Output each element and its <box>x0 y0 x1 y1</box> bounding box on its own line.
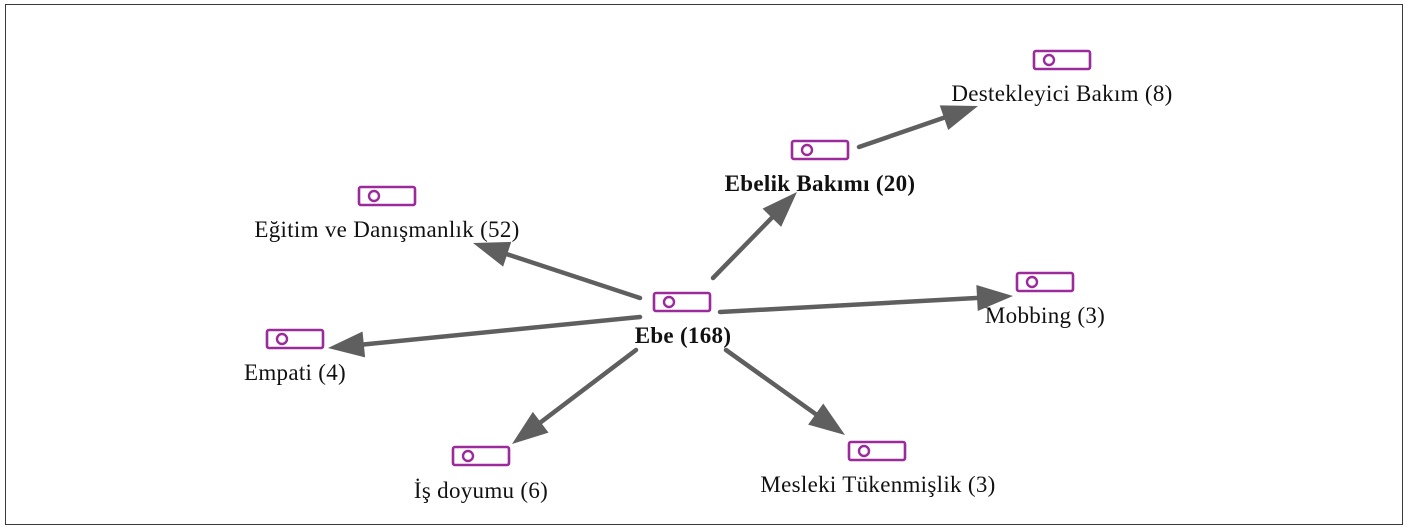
code-icon <box>357 185 417 207</box>
node-label: Mesleki Tükenmişlik (3) <box>760 472 995 497</box>
node-destekleyici[interactable]: Destekleyici Bakım (8) <box>951 49 1172 106</box>
code-icon <box>790 139 850 161</box>
diagram-frame <box>5 4 1403 525</box>
edge-ebelik-destekleyici <box>856 114 950 150</box>
node-label: Empati (4) <box>244 360 346 385</box>
code-icon <box>1015 271 1075 293</box>
arrowhead-ebe-isdoyumu <box>512 411 549 444</box>
code-icon <box>652 291 712 313</box>
arrowhead-ebe-ebelik <box>762 192 797 227</box>
node-ebe[interactable]: Ebe (168) <box>635 291 732 348</box>
arrowhead-ebe-egitim <box>473 241 512 267</box>
arrowhead-ebe-mobbing <box>976 284 1013 311</box>
node-ebelik[interactable]: Ebelik Bakımı (20) <box>725 139 916 196</box>
node-label: Eğitim ve Danışmanlık (52) <box>254 217 519 242</box>
node-label: Destekleyici Bakım (8) <box>951 81 1172 106</box>
node-label: İş doyumu (6) <box>414 478 548 503</box>
node-egitim[interactable]: Eğitim ve Danışmanlık (52) <box>254 185 519 242</box>
arrowhead-ebe-empati <box>328 331 366 358</box>
edge-ebe-isdoyumu <box>535 347 639 427</box>
code-icon <box>265 328 325 350</box>
edges-layer <box>328 105 1013 444</box>
arrowhead-ebe-mesleki <box>808 403 845 435</box>
edge-ebe-mesleki <box>723 347 822 419</box>
node-isdoyumu[interactable]: İş doyumu (6) <box>414 445 548 503</box>
node-mesleki[interactable]: Mesleki Tükenmişlik (3) <box>760 440 995 497</box>
code-icon <box>1032 49 1092 71</box>
code-icon <box>847 440 907 462</box>
node-label: Mobbing (3) <box>985 303 1105 328</box>
node-label: Ebe (168) <box>635 323 732 348</box>
nodes-layer: Ebe (168) Ebelik Bakımı (20) Destekleyici … <box>244 49 1172 503</box>
node-label: Ebelik Bakımı (20) <box>725 171 916 196</box>
edge-ebe-egitim <box>501 250 643 301</box>
edge-ebe-mobbing <box>717 295 984 315</box>
code-icon <box>451 445 511 467</box>
edge-ebe-empati <box>357 314 643 348</box>
node-empati[interactable]: Empati (4) <box>244 328 346 385</box>
edge-ebe-ebelik <box>710 212 777 281</box>
node-mobbing[interactable]: Mobbing (3) <box>985 271 1105 328</box>
arrowhead-ebelik-destekleyici <box>939 105 978 131</box>
